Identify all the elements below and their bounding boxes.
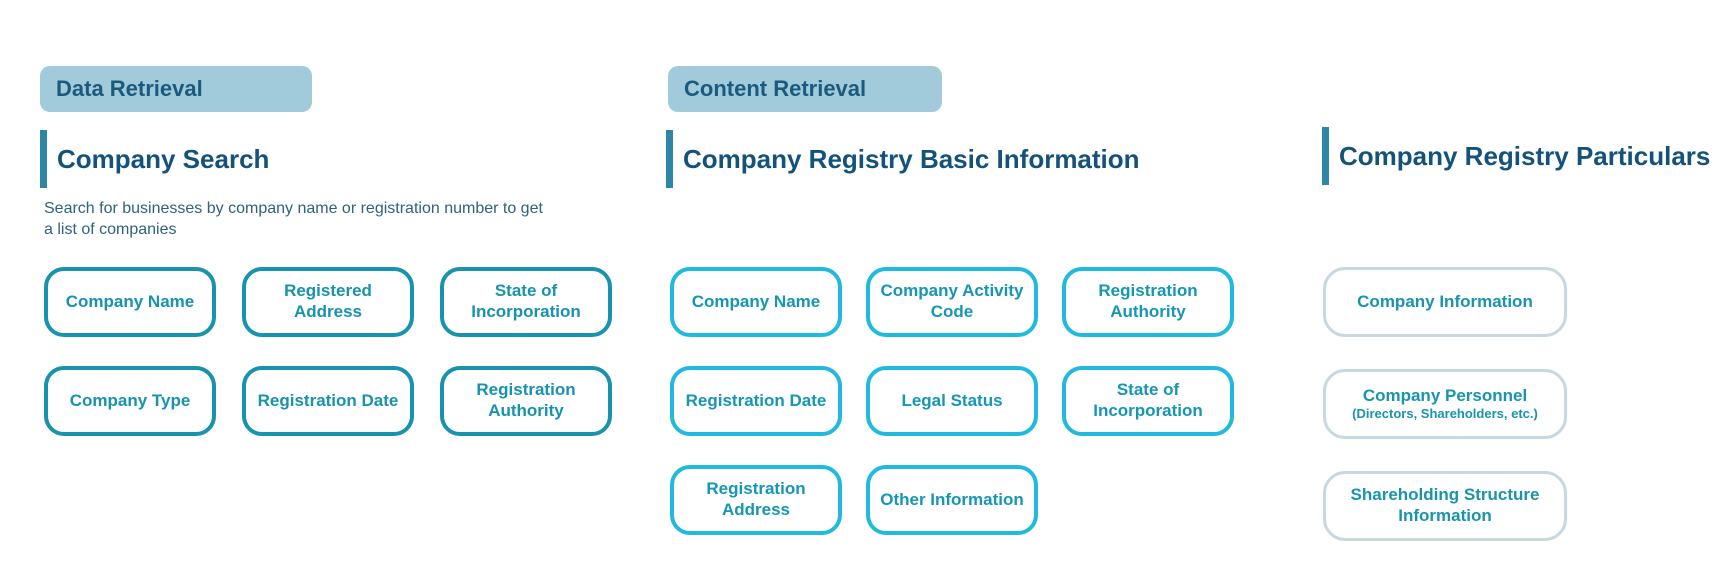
basic-pill-registration-authority: Registration Authority: [1062, 267, 1234, 337]
basic-pill-other-information: Other Information: [866, 465, 1038, 535]
particulars-pill-company-personnel: Company Personnel (Directors, Shareholde…: [1323, 369, 1567, 439]
particulars-title-text: Company Registry Particulars: [1339, 140, 1711, 171]
company-search-pill-grid: Company Name Registered Address State of…: [44, 267, 612, 436]
search-pill-company-name: Company Name: [44, 267, 216, 337]
company-personnel-sublabel: (Directors, Shareholders, etc.): [1352, 406, 1538, 422]
title-accent-bar: [666, 130, 673, 188]
search-pill-registration-date: Registration Date: [242, 366, 414, 436]
title-accent-bar: [1322, 127, 1329, 185]
search-pill-registration-authority: Registration Authority: [440, 366, 612, 436]
basic-information-title-text: Company Registry Basic Information: [683, 143, 1140, 174]
basic-pill-registration-address: Registration Address: [670, 465, 842, 535]
basic-pill-state-of-incorporation: State of Incorporation: [1062, 366, 1234, 436]
particulars-pill-shareholding-structure: Shareholding Structure Information: [1323, 471, 1567, 541]
search-pill-registered-address: Registered Address: [242, 267, 414, 337]
search-pill-state-of-incorporation: State of Incorporation: [440, 267, 612, 337]
basic-information-section-title: Company Registry Basic Information: [666, 130, 1140, 188]
basic-pill-company-activity-code: Company Activity Code: [866, 267, 1038, 337]
search-pill-company-type: Company Type: [44, 366, 216, 436]
company-search-title-text: Company Search: [57, 143, 270, 174]
content-retrieval-header-label: Content Retrieval: [684, 76, 867, 101]
title-accent-bar: [40, 130, 47, 188]
content-retrieval-header-chip: Content Retrieval: [668, 66, 942, 112]
particulars-section-title: Company Registry Particulars: [1322, 127, 1710, 185]
basic-information-pill-grid: Company Name Company Activity Code Regis…: [670, 267, 1234, 535]
company-search-section-title: Company Search: [40, 130, 269, 188]
basic-pill-legal-status: Legal Status: [866, 366, 1038, 436]
particulars-pill-grid: Company Information Company Personnel (D…: [1323, 267, 1567, 541]
particulars-pill-company-information: Company Information: [1323, 267, 1567, 337]
basic-pill-company-name: Company Name: [670, 267, 842, 337]
company-personnel-label: Company Personnel: [1362, 385, 1528, 405]
company-search-description: Search for businesses by company name or…: [44, 200, 543, 238]
data-retrieval-header-chip: Data Retrieval: [40, 66, 312, 112]
data-retrieval-header-label: Data Retrieval: [56, 76, 203, 101]
basic-pill-registration-date: Registration Date: [670, 366, 842, 436]
